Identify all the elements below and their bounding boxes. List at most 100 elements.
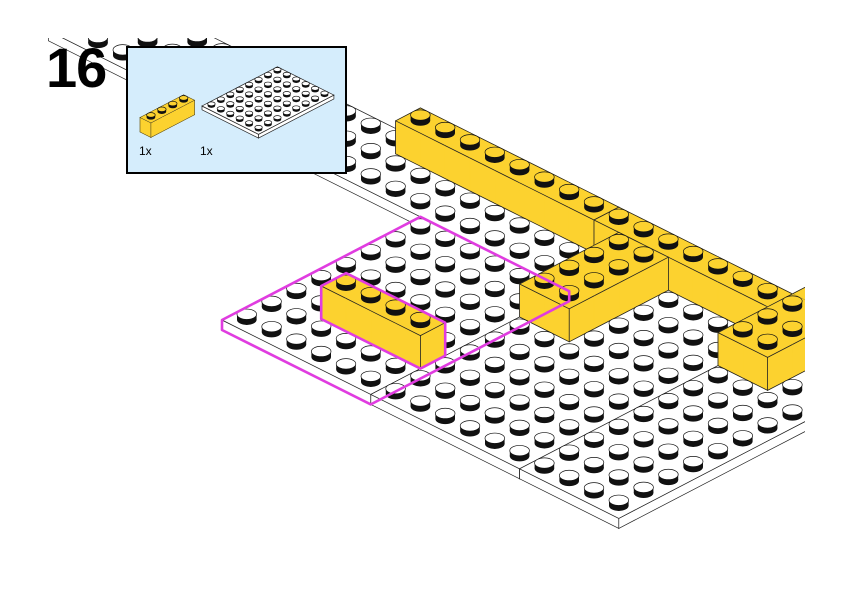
stud xyxy=(360,287,381,304)
stud xyxy=(235,96,244,103)
stud xyxy=(360,370,381,387)
stud xyxy=(335,257,357,274)
stud xyxy=(459,192,481,209)
stud xyxy=(459,243,481,260)
stud xyxy=(608,208,629,225)
stud xyxy=(137,38,158,48)
stud xyxy=(707,367,729,384)
stud xyxy=(534,229,555,247)
stud xyxy=(360,143,381,160)
stud xyxy=(559,368,580,385)
brick-cell xyxy=(766,293,805,320)
stud xyxy=(459,420,481,437)
brick-cell xyxy=(444,132,496,192)
stud xyxy=(435,407,456,425)
stud xyxy=(484,407,505,424)
stud xyxy=(583,456,605,474)
stud xyxy=(658,468,679,486)
stud xyxy=(435,382,456,399)
stud xyxy=(235,106,244,113)
stud xyxy=(245,81,254,89)
stud xyxy=(245,110,254,118)
stud xyxy=(254,76,263,84)
stud xyxy=(435,121,456,139)
stud xyxy=(583,482,605,499)
stud xyxy=(534,457,555,474)
stud xyxy=(216,96,225,103)
stud xyxy=(484,280,505,298)
stud xyxy=(807,392,827,408)
stud xyxy=(207,101,216,108)
stud xyxy=(459,394,481,412)
stud xyxy=(732,430,753,447)
stud xyxy=(87,38,109,49)
stud xyxy=(459,369,481,386)
stud xyxy=(732,379,753,396)
stud xyxy=(311,345,332,363)
stud xyxy=(707,258,729,275)
stud xyxy=(633,246,654,263)
stud xyxy=(559,183,580,201)
stud xyxy=(254,115,263,122)
stud xyxy=(658,392,679,410)
stud xyxy=(292,76,301,83)
stud xyxy=(658,291,679,309)
stud xyxy=(608,418,629,436)
stud xyxy=(707,417,729,435)
stud xyxy=(608,494,629,511)
stud xyxy=(633,355,654,372)
stud xyxy=(583,355,605,373)
stud xyxy=(559,469,580,487)
plate xyxy=(201,66,335,139)
stud xyxy=(658,342,679,359)
stud xyxy=(282,81,291,88)
stud xyxy=(335,332,357,350)
stud xyxy=(311,320,332,337)
stud xyxy=(832,354,842,370)
stud xyxy=(63,20,83,36)
stud xyxy=(707,392,729,409)
stud xyxy=(534,406,555,424)
brick-cell xyxy=(419,119,471,180)
stud xyxy=(633,221,654,238)
stud xyxy=(509,445,530,462)
stud xyxy=(282,110,291,117)
stud xyxy=(410,395,431,412)
stud xyxy=(245,120,254,127)
stud xyxy=(608,368,629,385)
stud xyxy=(335,358,357,375)
stud xyxy=(261,321,282,338)
stud xyxy=(484,146,505,163)
stud xyxy=(534,330,555,348)
stud xyxy=(534,171,555,188)
stud xyxy=(683,304,704,321)
stud xyxy=(807,308,827,324)
stud xyxy=(311,86,320,93)
stud xyxy=(484,306,505,323)
stud xyxy=(782,320,803,338)
stud xyxy=(757,283,778,300)
stud xyxy=(583,330,605,347)
stud xyxy=(658,443,679,460)
stud xyxy=(633,380,654,397)
stud xyxy=(633,405,654,423)
stud xyxy=(608,444,629,461)
stud xyxy=(282,91,291,98)
stud xyxy=(254,96,263,103)
stud xyxy=(360,117,381,134)
part-plate-6x8 xyxy=(201,66,335,139)
stud xyxy=(583,196,605,213)
brick-cell xyxy=(667,243,719,304)
stud xyxy=(732,404,753,422)
stud xyxy=(236,308,257,325)
stud xyxy=(509,394,530,411)
stud xyxy=(757,417,778,434)
stud xyxy=(559,393,580,411)
stud xyxy=(226,91,235,99)
stud xyxy=(273,86,282,93)
stud xyxy=(245,91,254,98)
stud xyxy=(509,369,530,386)
stud xyxy=(459,134,481,151)
stud xyxy=(263,110,273,117)
stud xyxy=(261,295,282,313)
